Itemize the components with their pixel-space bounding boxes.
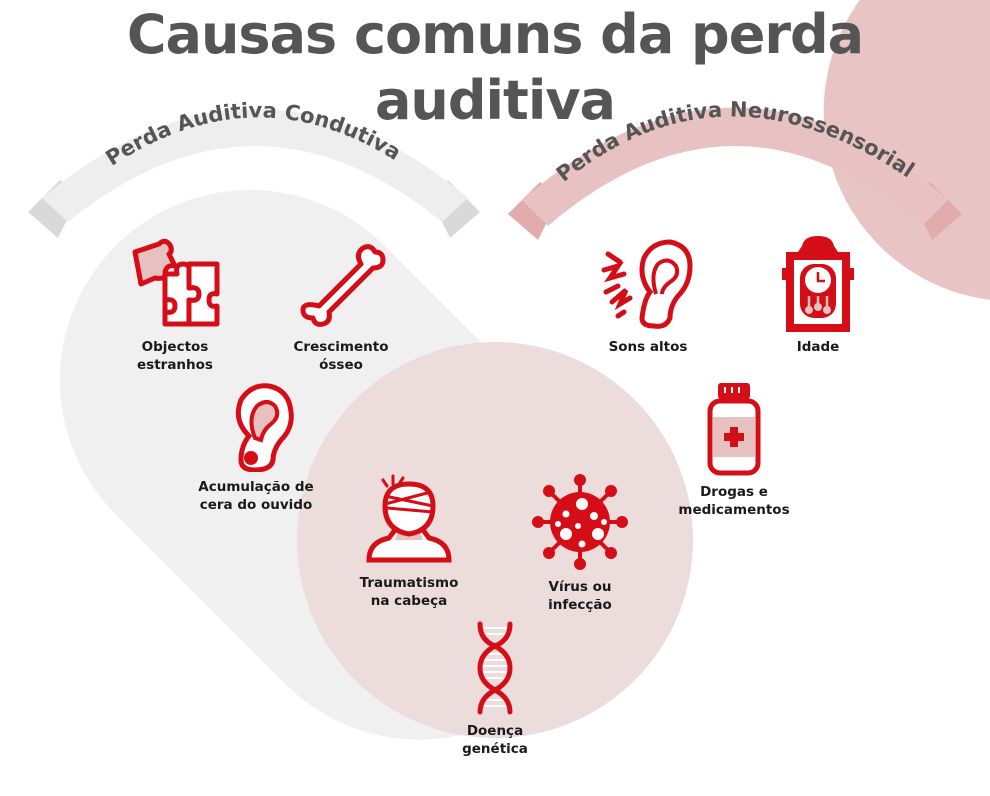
bandaged-head-icon xyxy=(366,474,452,563)
cause-bone-growth: Crescimento ósseo xyxy=(256,236,426,374)
bone-icon xyxy=(300,244,386,327)
grandfather-clock-icon xyxy=(782,236,854,332)
cause-earwax: Acumulação de cera do ouvido xyxy=(171,380,341,514)
cause-label: Idade xyxy=(796,339,840,355)
cause-label: Vírus ou infecção xyxy=(548,579,612,613)
cause-label: Acumulação de cera do ouvido xyxy=(198,479,314,513)
medicine-bottle-icon xyxy=(707,383,761,476)
cause-foreign-objects: Objectos estranhos xyxy=(90,236,260,374)
loud-ear-icon xyxy=(601,239,693,329)
page-title: Causas comuns da perda auditiva xyxy=(126,3,864,132)
cause-head-trauma: Traumatismo na cabeça xyxy=(324,472,494,610)
cause-label: Traumatismo na cabeça xyxy=(359,575,459,609)
ear-wax-icon xyxy=(235,383,294,472)
cause-loud-sounds: Sons altos xyxy=(563,236,733,356)
cause-age: Idade xyxy=(733,234,903,356)
cause-label: Sons altos xyxy=(608,339,688,355)
sensorineural-lobe xyxy=(823,0,990,302)
cause-label: Crescimento ósseo xyxy=(293,339,389,373)
cause-label: Doença genética xyxy=(462,723,528,757)
puzzle-icon xyxy=(132,238,220,327)
cause-drugs: Drogas e medicamentos xyxy=(649,381,819,519)
dna-icon xyxy=(477,621,513,715)
cause-label: Objectos estranhos xyxy=(137,339,213,373)
cause-label: Drogas e medicamentos xyxy=(678,484,790,518)
cause-genetic-disease: Doença genética xyxy=(410,620,580,758)
virus-icon xyxy=(532,474,628,570)
overlap-region xyxy=(297,342,693,738)
cause-virus: Vírus ou infecção xyxy=(495,472,665,614)
